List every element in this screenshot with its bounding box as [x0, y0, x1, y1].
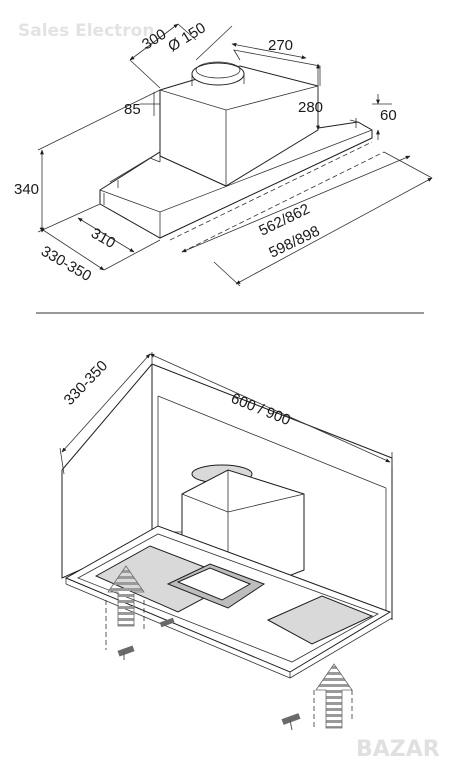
- bottom-view-drawing: [59, 352, 393, 731]
- dim-85: 85: [124, 101, 141, 118]
- right-filter: [266, 595, 374, 645]
- dim-150-diameter: Ø 150: [165, 19, 209, 55]
- dim-depth-330-350: 330-350: [61, 357, 111, 408]
- mount-arrow-right: [315, 663, 353, 729]
- outlet-pipe: [191, 62, 245, 86]
- dim-330-350: 330-350: [38, 243, 94, 285]
- screw-mid: [159, 617, 175, 628]
- dim-340: 340: [14, 181, 39, 198]
- dim-310: 310: [88, 225, 118, 252]
- screw-right: [281, 713, 301, 725]
- watermark-text: Sales Electron: [18, 21, 154, 41]
- screw-left: [117, 645, 135, 657]
- bazar-logo: BAZAR: [356, 737, 440, 762]
- dim-width-600-900: 600 / 900: [229, 390, 293, 429]
- top-view-drawing: [37, 23, 433, 287]
- dim-280: 280: [298, 99, 323, 116]
- dim-270: 270: [268, 37, 293, 54]
- mount-arrow-left: [107, 565, 145, 627]
- dim-60: 60: [380, 107, 397, 124]
